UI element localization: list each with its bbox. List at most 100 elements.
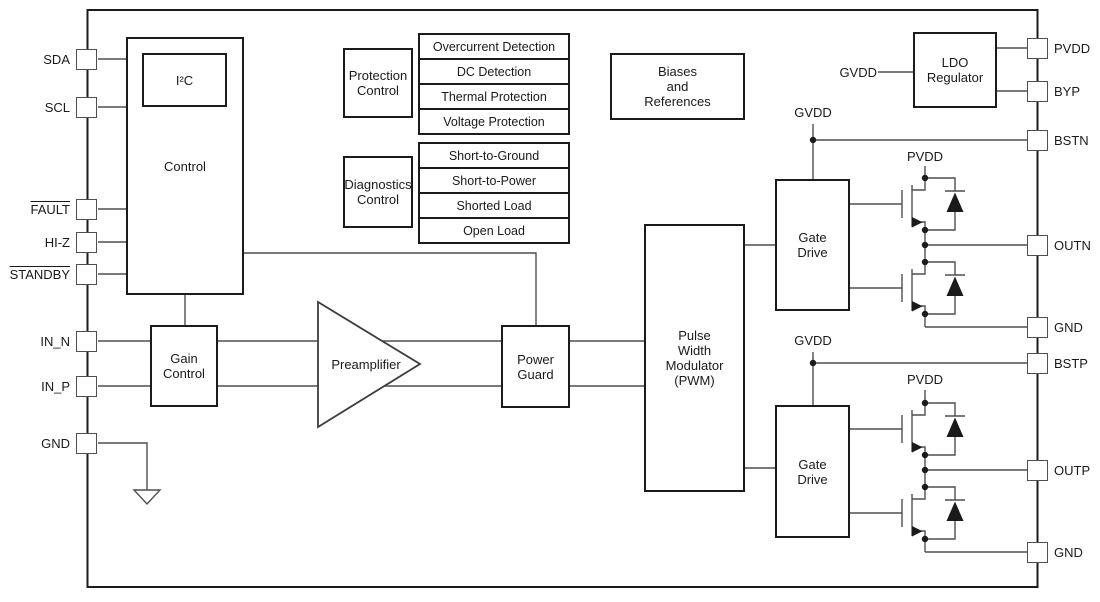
diagnostics-control-block: Diagnostics Control xyxy=(343,156,413,228)
nmos-low-side-n xyxy=(850,261,965,315)
source-arrow xyxy=(912,442,923,453)
protection-item-voltage: Voltage Protection xyxy=(418,108,570,135)
diagnostics-item-open-load: Open Load xyxy=(418,217,570,244)
protection-control-block: Protection Control xyxy=(343,48,413,118)
protection-item-overcurrent: Overcurrent Detection xyxy=(418,33,570,60)
net-label-pvdd-p: PVDD xyxy=(906,372,944,387)
pin-scl: SCL xyxy=(0,96,97,118)
pin-label-scl: SCL xyxy=(44,99,70,115)
pwm-block: Pulse Width Modulator (PWM) xyxy=(644,224,745,492)
pin-sda: SDA xyxy=(0,48,97,70)
pin-box-sda xyxy=(76,48,97,70)
i2c-block: I²C xyxy=(142,53,227,107)
pin-box-bstp xyxy=(1027,352,1048,374)
pin-bstn: BSTN xyxy=(1027,129,1089,151)
wire xyxy=(98,340,150,387)
power-guard-block: Power Guard xyxy=(501,325,570,408)
pin-gnd-p: GND xyxy=(1027,541,1083,563)
pin-in-n: IN_N xyxy=(0,330,97,352)
pin-pvdd: PVDD xyxy=(1027,37,1090,59)
net-label-gvdd-p: GVDD xyxy=(794,333,832,348)
pin-label-fault: FAULT xyxy=(30,201,71,217)
protection-item-thermal: Thermal Protection xyxy=(418,83,570,110)
body-diode xyxy=(946,276,964,296)
pin-box-outn xyxy=(1027,234,1048,256)
nmos-high-side-n xyxy=(850,177,965,231)
pin-outn: OUTN xyxy=(1027,234,1091,256)
source-arrow xyxy=(912,217,923,228)
wire xyxy=(244,252,537,325)
pin-box-gnd-p xyxy=(1027,541,1048,563)
body-diode xyxy=(946,192,964,212)
gain-control-block: Gain Control xyxy=(150,325,218,407)
pin-label-byp: BYP xyxy=(1054,83,1081,99)
nmos-high-side-p xyxy=(850,402,965,456)
gate-drive-n-block: Gate Drive xyxy=(775,179,850,311)
preamplifier-label: Preamplifier xyxy=(331,357,401,372)
pin-label-outp: OUTP xyxy=(1054,462,1091,478)
wire xyxy=(745,244,775,469)
pin-label-in-n: IN_N xyxy=(40,333,70,349)
source-arrow xyxy=(912,526,923,537)
pin-gnd-n: GND xyxy=(1027,316,1083,338)
ldo-regulator-block: LDO Regulator xyxy=(913,32,997,108)
ground-symbol xyxy=(132,489,162,506)
wire xyxy=(98,442,148,490)
pin-label-in-p: IN_P xyxy=(41,378,70,394)
pin-box-pvdd xyxy=(1027,37,1048,59)
body-diode xyxy=(946,501,964,521)
pin-box-gnd-left xyxy=(76,432,97,454)
pin-byp: BYP xyxy=(1027,80,1080,102)
pin-in-p: IN_P xyxy=(0,375,97,397)
diagnostics-item-short-to-ground: Short-to-Ground xyxy=(418,142,570,169)
pin-label-hiz: HI-Z xyxy=(44,234,70,250)
wire xyxy=(924,166,1027,328)
pin-box-standby xyxy=(76,263,97,285)
source-arrow xyxy=(912,301,923,312)
output-transistors xyxy=(850,177,965,540)
pin-label-standby: STANDBY xyxy=(9,266,70,282)
pin-box-scl xyxy=(76,96,97,118)
pin-box-bstn xyxy=(1027,129,1048,151)
wire xyxy=(570,340,644,387)
pin-label-gnd-p: GND xyxy=(1054,544,1083,560)
pin-box-byp xyxy=(1027,80,1048,102)
pin-label-gnd-n: GND xyxy=(1054,319,1083,335)
wire xyxy=(98,58,126,275)
pin-box-gnd-n xyxy=(1027,316,1048,338)
pin-label-bstn: BSTN xyxy=(1054,132,1089,148)
pin-box-outp xyxy=(1027,459,1048,481)
pin-outp: OUTP xyxy=(1027,459,1090,481)
chip-border xyxy=(86,9,1039,588)
biases-references-block: Biases and References xyxy=(610,53,745,120)
pin-box-in-n xyxy=(76,330,97,352)
net-label-pvdd-n: PVDD xyxy=(906,149,944,164)
nmos-low-side-p xyxy=(850,486,965,540)
wire xyxy=(812,124,1027,179)
body-diode xyxy=(946,417,964,437)
preamp-triangle xyxy=(317,300,422,429)
net-label-gvdd-ldo: GVDD xyxy=(839,65,877,80)
pin-label-gnd-left: GND xyxy=(41,435,70,451)
wire xyxy=(924,390,1027,553)
pin-bstp: BSTP xyxy=(1027,352,1088,374)
pin-label-bstp: BSTP xyxy=(1054,355,1088,371)
gate-drive-p-block: Gate Drive xyxy=(775,405,850,538)
pin-label-sda: SDA xyxy=(43,51,70,67)
pin-gnd-left: GND xyxy=(0,432,97,454)
diagnostics-item-shorted-load: Shorted Load xyxy=(418,192,570,219)
diagnostics-item-short-to-power: Short-to-Power xyxy=(418,167,570,194)
pin-fault: FAULT xyxy=(0,198,97,220)
pin-hiz: HI-Z xyxy=(0,231,97,253)
pin-box-hiz xyxy=(76,231,97,253)
pin-box-fault xyxy=(76,198,97,220)
pin-standby: STANDBY xyxy=(0,263,97,285)
pin-label-pvdd: PVDD xyxy=(1054,40,1091,56)
pin-label-outn: OUTN xyxy=(1054,237,1091,253)
net-label-gvdd-n: GVDD xyxy=(794,105,832,120)
wire xyxy=(878,47,1027,92)
protection-item-dc: DC Detection xyxy=(418,58,570,85)
pin-box-in-p xyxy=(76,375,97,397)
